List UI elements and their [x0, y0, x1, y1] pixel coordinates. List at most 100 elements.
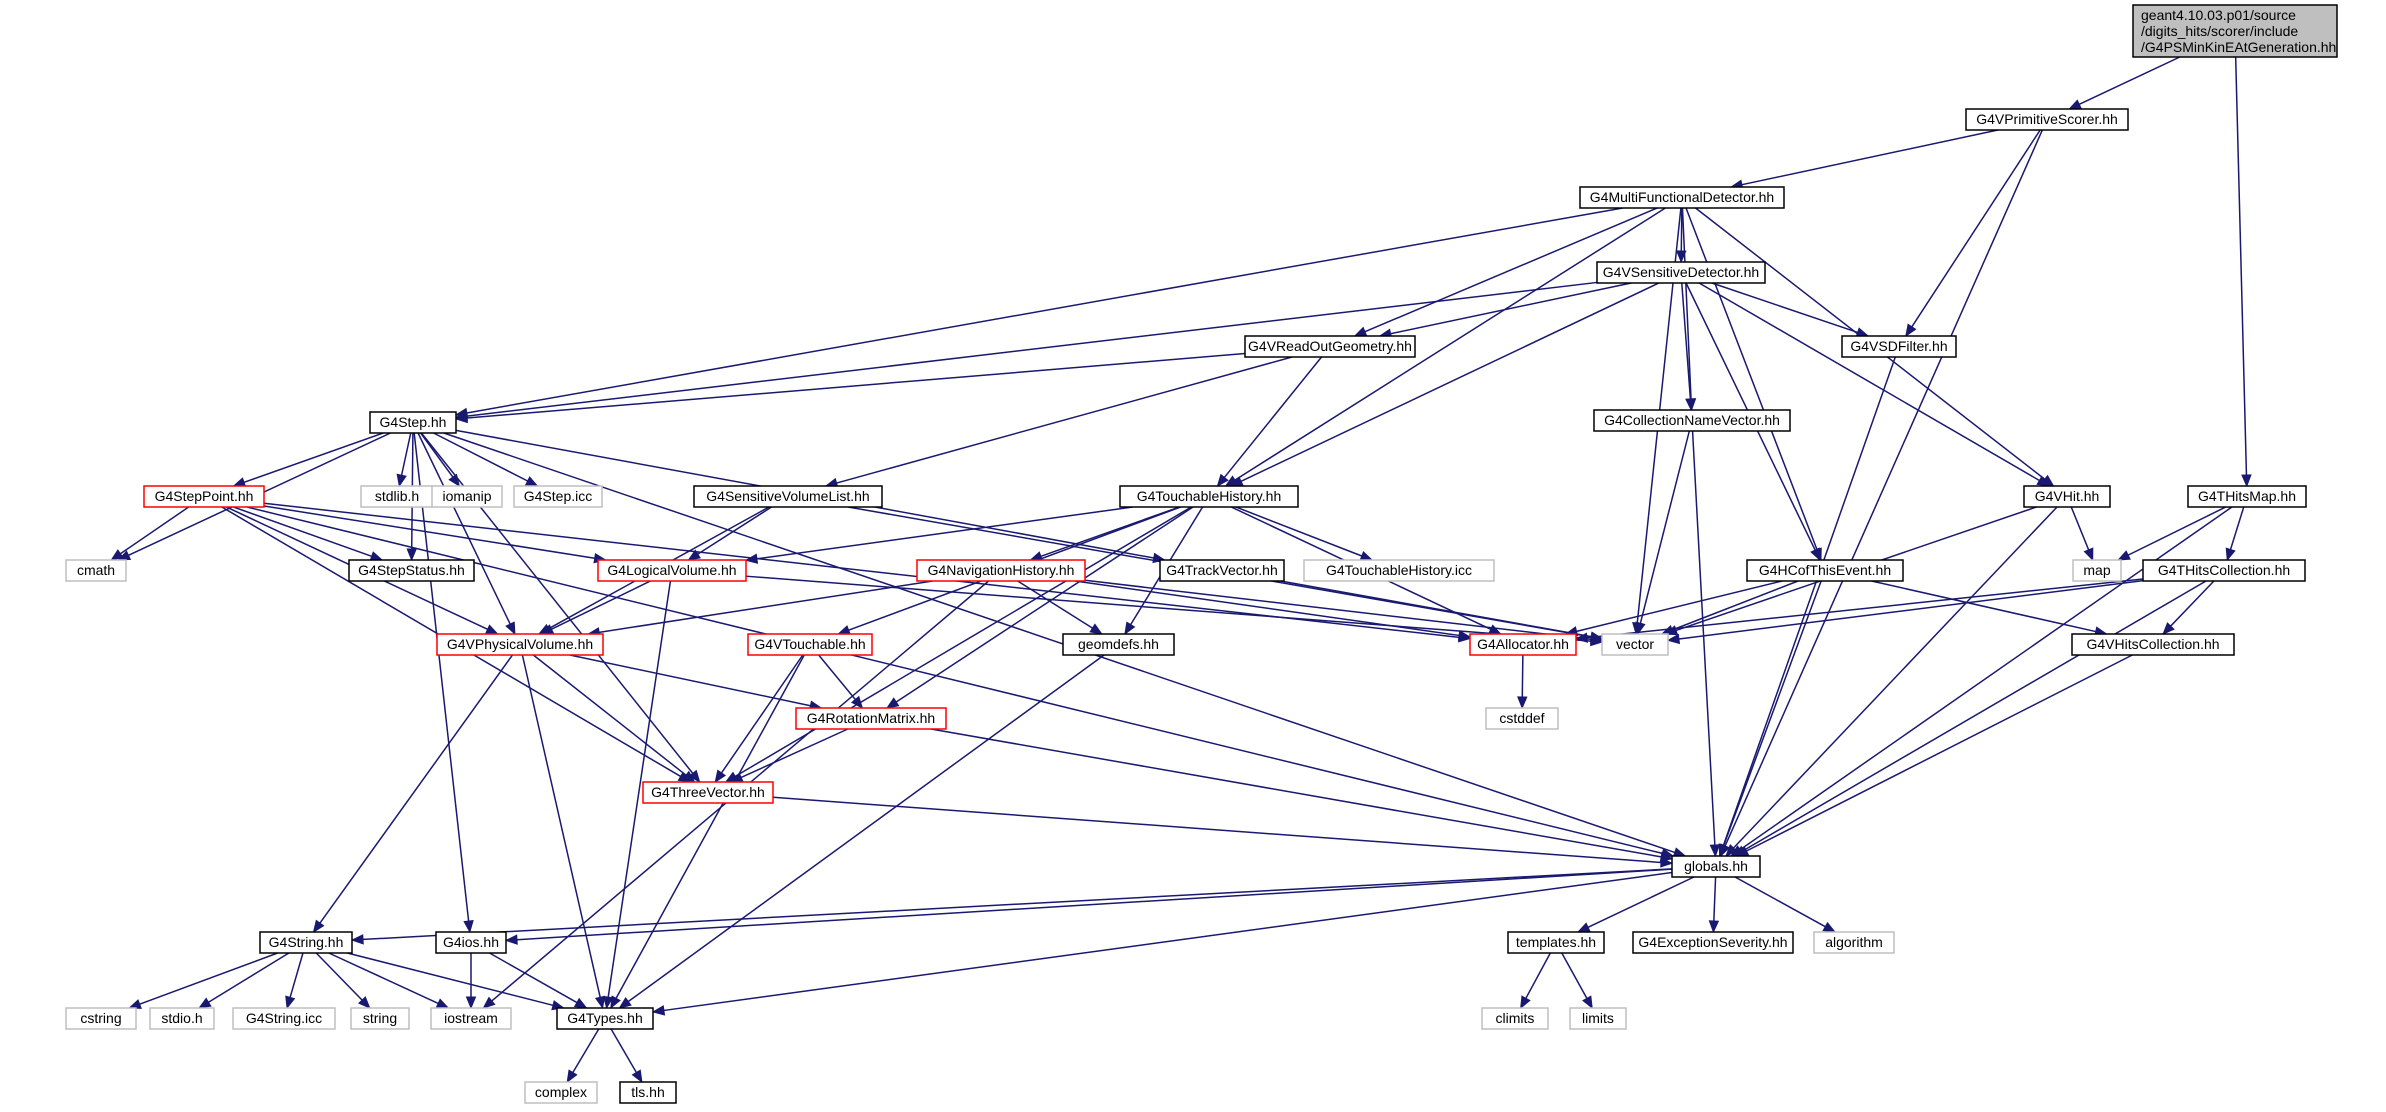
- edge-g4-vsensitive-detector-to-g4-collection-name-vector: [1681, 282, 1696, 412]
- node-cmath: cmath: [65, 559, 127, 582]
- edge-line: [1911, 129, 2041, 328]
- node-g4-vsdfilter[interactable]: G4VSDFilter.hh: [1841, 335, 1957, 358]
- arrowhead-icon: [688, 769, 701, 784]
- edge-g4-rotation-matrix-to-g4-three-vector: [729, 728, 849, 783]
- node-box: [747, 633, 873, 656]
- edge-line: [1724, 129, 2044, 847]
- node-label: G4VPhysicalVolume.hh: [447, 636, 593, 652]
- node-g4-track-vector[interactable]: G4TrackVector.hh: [1159, 559, 1285, 582]
- edge-g4ios-to-iostream: [465, 953, 477, 1010]
- node-box: [369, 411, 457, 434]
- node-g4-step-status[interactable]: G4StepStatus.hh: [348, 559, 475, 582]
- arrowhead-icon: [850, 695, 864, 710]
- edge-templates-to-climits: [1520, 952, 1551, 1010]
- node-box: [1579, 186, 1785, 209]
- edge-line: [443, 432, 1676, 854]
- edge-line: [2127, 506, 2227, 556]
- edge-g4-vphysical-volume-to-g4-types: [521, 654, 606, 1010]
- node-g4ios[interactable]: G4ios.hh: [435, 931, 507, 954]
- edge-line: [1741, 129, 1999, 186]
- node-g4-thits-map[interactable]: G4THitsMap.hh: [2187, 485, 2307, 508]
- node-box: [1671, 855, 1761, 878]
- node-g4-step-point[interactable]: G4StepPoint.hh: [143, 485, 265, 508]
- edge-line: [1586, 578, 2144, 639]
- node-globals[interactable]: globals.hh: [1671, 855, 1761, 878]
- edge-g4-types-to-tls: [610, 1028, 643, 1084]
- edge-line: [610, 1028, 638, 1073]
- edge-g4-navigation-history-to-geomdefs: [1017, 580, 1103, 635]
- edge-line: [756, 506, 1133, 560]
- arrowhead-icon: [2036, 475, 2051, 487]
- arrowhead-icon: [573, 997, 588, 1009]
- node-g4-vhits-collection[interactable]: G4VHitsCollection.hh: [2071, 633, 2235, 656]
- node-label: G4RotationMatrix.hh: [807, 710, 935, 726]
- node-g4-step[interactable]: G4Step.hh: [369, 411, 457, 434]
- node-g4-vread-out-geometry[interactable]: G4VReadOutGeometry.hh: [1244, 335, 1416, 358]
- node-g4-string[interactable]: G4String.hh: [259, 931, 353, 954]
- edge-g4-string-to-stdio: [198, 952, 290, 1009]
- arrowhead-icon: [1216, 473, 1229, 488]
- node-g4-vprimitive-scorer[interactable]: G4VPrimitiveScorer.hh: [1965, 108, 2129, 131]
- edge-line: [745, 575, 1592, 642]
- edge-line: [1364, 207, 1658, 333]
- node-climits: climits: [1481, 1007, 1549, 1030]
- arrowhead-icon: [631, 1069, 643, 1084]
- edge-g4-touchable-history-to-g4-logical-volume: [744, 506, 1133, 564]
- edge-line: [516, 868, 1673, 941]
- node-g4-vphysical-volume[interactable]: G4VPhysicalVolume.hh: [436, 633, 604, 656]
- edge-line: [1691, 430, 1716, 846]
- edge-g4-types-to-complex: [566, 1028, 600, 1084]
- edge-g4-vread-out-geometry-to-g4-sensitive-volume-list: [824, 356, 1293, 488]
- node-g4-vhit[interactable]: G4VHit.hh: [2023, 485, 2111, 508]
- node-root[interactable]: geant4.10.03.p01/source/digits_hits/scor…: [2132, 4, 2338, 58]
- arrowhead-icon: [1359, 550, 1374, 561]
- node-label: G4ExceptionSeverity.hh: [1638, 934, 1787, 950]
- node-g4-navigation-history[interactable]: G4NavigationHistory.hh: [916, 559, 1086, 582]
- edge-g4-multi-functional-detector-to-g4-step: [454, 207, 1623, 419]
- arrowhead-icon: [312, 919, 325, 934]
- node-iomanip: iomanip: [431, 485, 503, 508]
- node-g4-hcof-this-event[interactable]: G4HCofThisEvent.hh: [1746, 559, 1904, 582]
- node-g4-exception-severity[interactable]: G4ExceptionSeverity.hh: [1632, 931, 1794, 954]
- arrowhead-icon: [128, 999, 142, 1009]
- node-g4-vtouchable[interactable]: G4VTouchable.hh: [747, 633, 873, 656]
- node-templates[interactable]: templates.hh: [1507, 931, 1605, 954]
- edge-g4-string-to-g4-types: [347, 952, 565, 1011]
- arrowhead-icon: [1574, 632, 1588, 643]
- edge-g4-vsensitive-detector-to-g4-vhit: [1698, 282, 2051, 487]
- node-g4-multi-functional-detector[interactable]: G4MultiFunctionalDetector.hh: [1579, 186, 1785, 209]
- arrowhead-icon: [1576, 922, 1591, 933]
- edge-line: [551, 580, 651, 630]
- node-g4-types[interactable]: G4Types.hh: [556, 1007, 654, 1030]
- edge-g4-hcof-this-event-to-globals: [1718, 580, 1822, 858]
- node-geomdefs[interactable]: geomdefs.hh: [1062, 633, 1175, 656]
- edge-g4-navigation-history-to-g4-allocator: [1074, 580, 1472, 641]
- node-g4-rotation-matrix[interactable]: G4RotationMatrix.hh: [795, 707, 947, 730]
- arrowhead-icon: [1708, 920, 1720, 934]
- arrowhead-icon: [484, 624, 499, 635]
- edge-g4-vphysical-volume-to-g4-string: [312, 654, 514, 934]
- edge-line: [243, 432, 384, 484]
- node-algorithm: algorithm: [1813, 931, 1895, 954]
- arrowhead-icon: [744, 553, 759, 564]
- node-g4-thits-collection[interactable]: G4THitsCollection.hh: [2142, 559, 2306, 582]
- node-g4-allocator[interactable]: G4Allocator.hh: [1469, 633, 1577, 656]
- node-g4-vsensitive-detector[interactable]: G4VSensitiveDetector.hh: [1596, 261, 1766, 284]
- edge-g4-three-vector-to-globals: [772, 796, 1674, 868]
- edge-g4-navigation-history-to-g4-vphysical-volume: [586, 580, 933, 638]
- node-g4-collection-name-vector[interactable]: G4CollectionNameVector.hh: [1593, 409, 1791, 432]
- node-tls[interactable]: tls.hh: [619, 1081, 677, 1104]
- arrowhead-icon: [566, 1069, 578, 1084]
- node-g4-sensitive-volume-list[interactable]: G4SensitiveVolumeList.hh: [693, 485, 883, 508]
- edge-line: [420, 432, 454, 478]
- edge-line: [615, 654, 805, 999]
- node-g4-three-vector[interactable]: G4ThreeVector.hh: [642, 781, 774, 804]
- edge-line: [569, 654, 811, 707]
- node-g4-logical-volume[interactable]: G4LogicalVolume.hh: [597, 559, 747, 582]
- arrowhead-icon: [714, 769, 727, 784]
- edge-line: [532, 654, 687, 776]
- node-g4-touchable-history[interactable]: G4TouchableHistory.hh: [1119, 485, 1299, 508]
- node-label: G4StepPoint.hh: [155, 488, 254, 504]
- node-label: G4MultiFunctionalDetector.hh: [1590, 189, 1774, 205]
- edge-g4-multi-functional-detector-to-g4-vread-out-geometry: [1353, 207, 1658, 337]
